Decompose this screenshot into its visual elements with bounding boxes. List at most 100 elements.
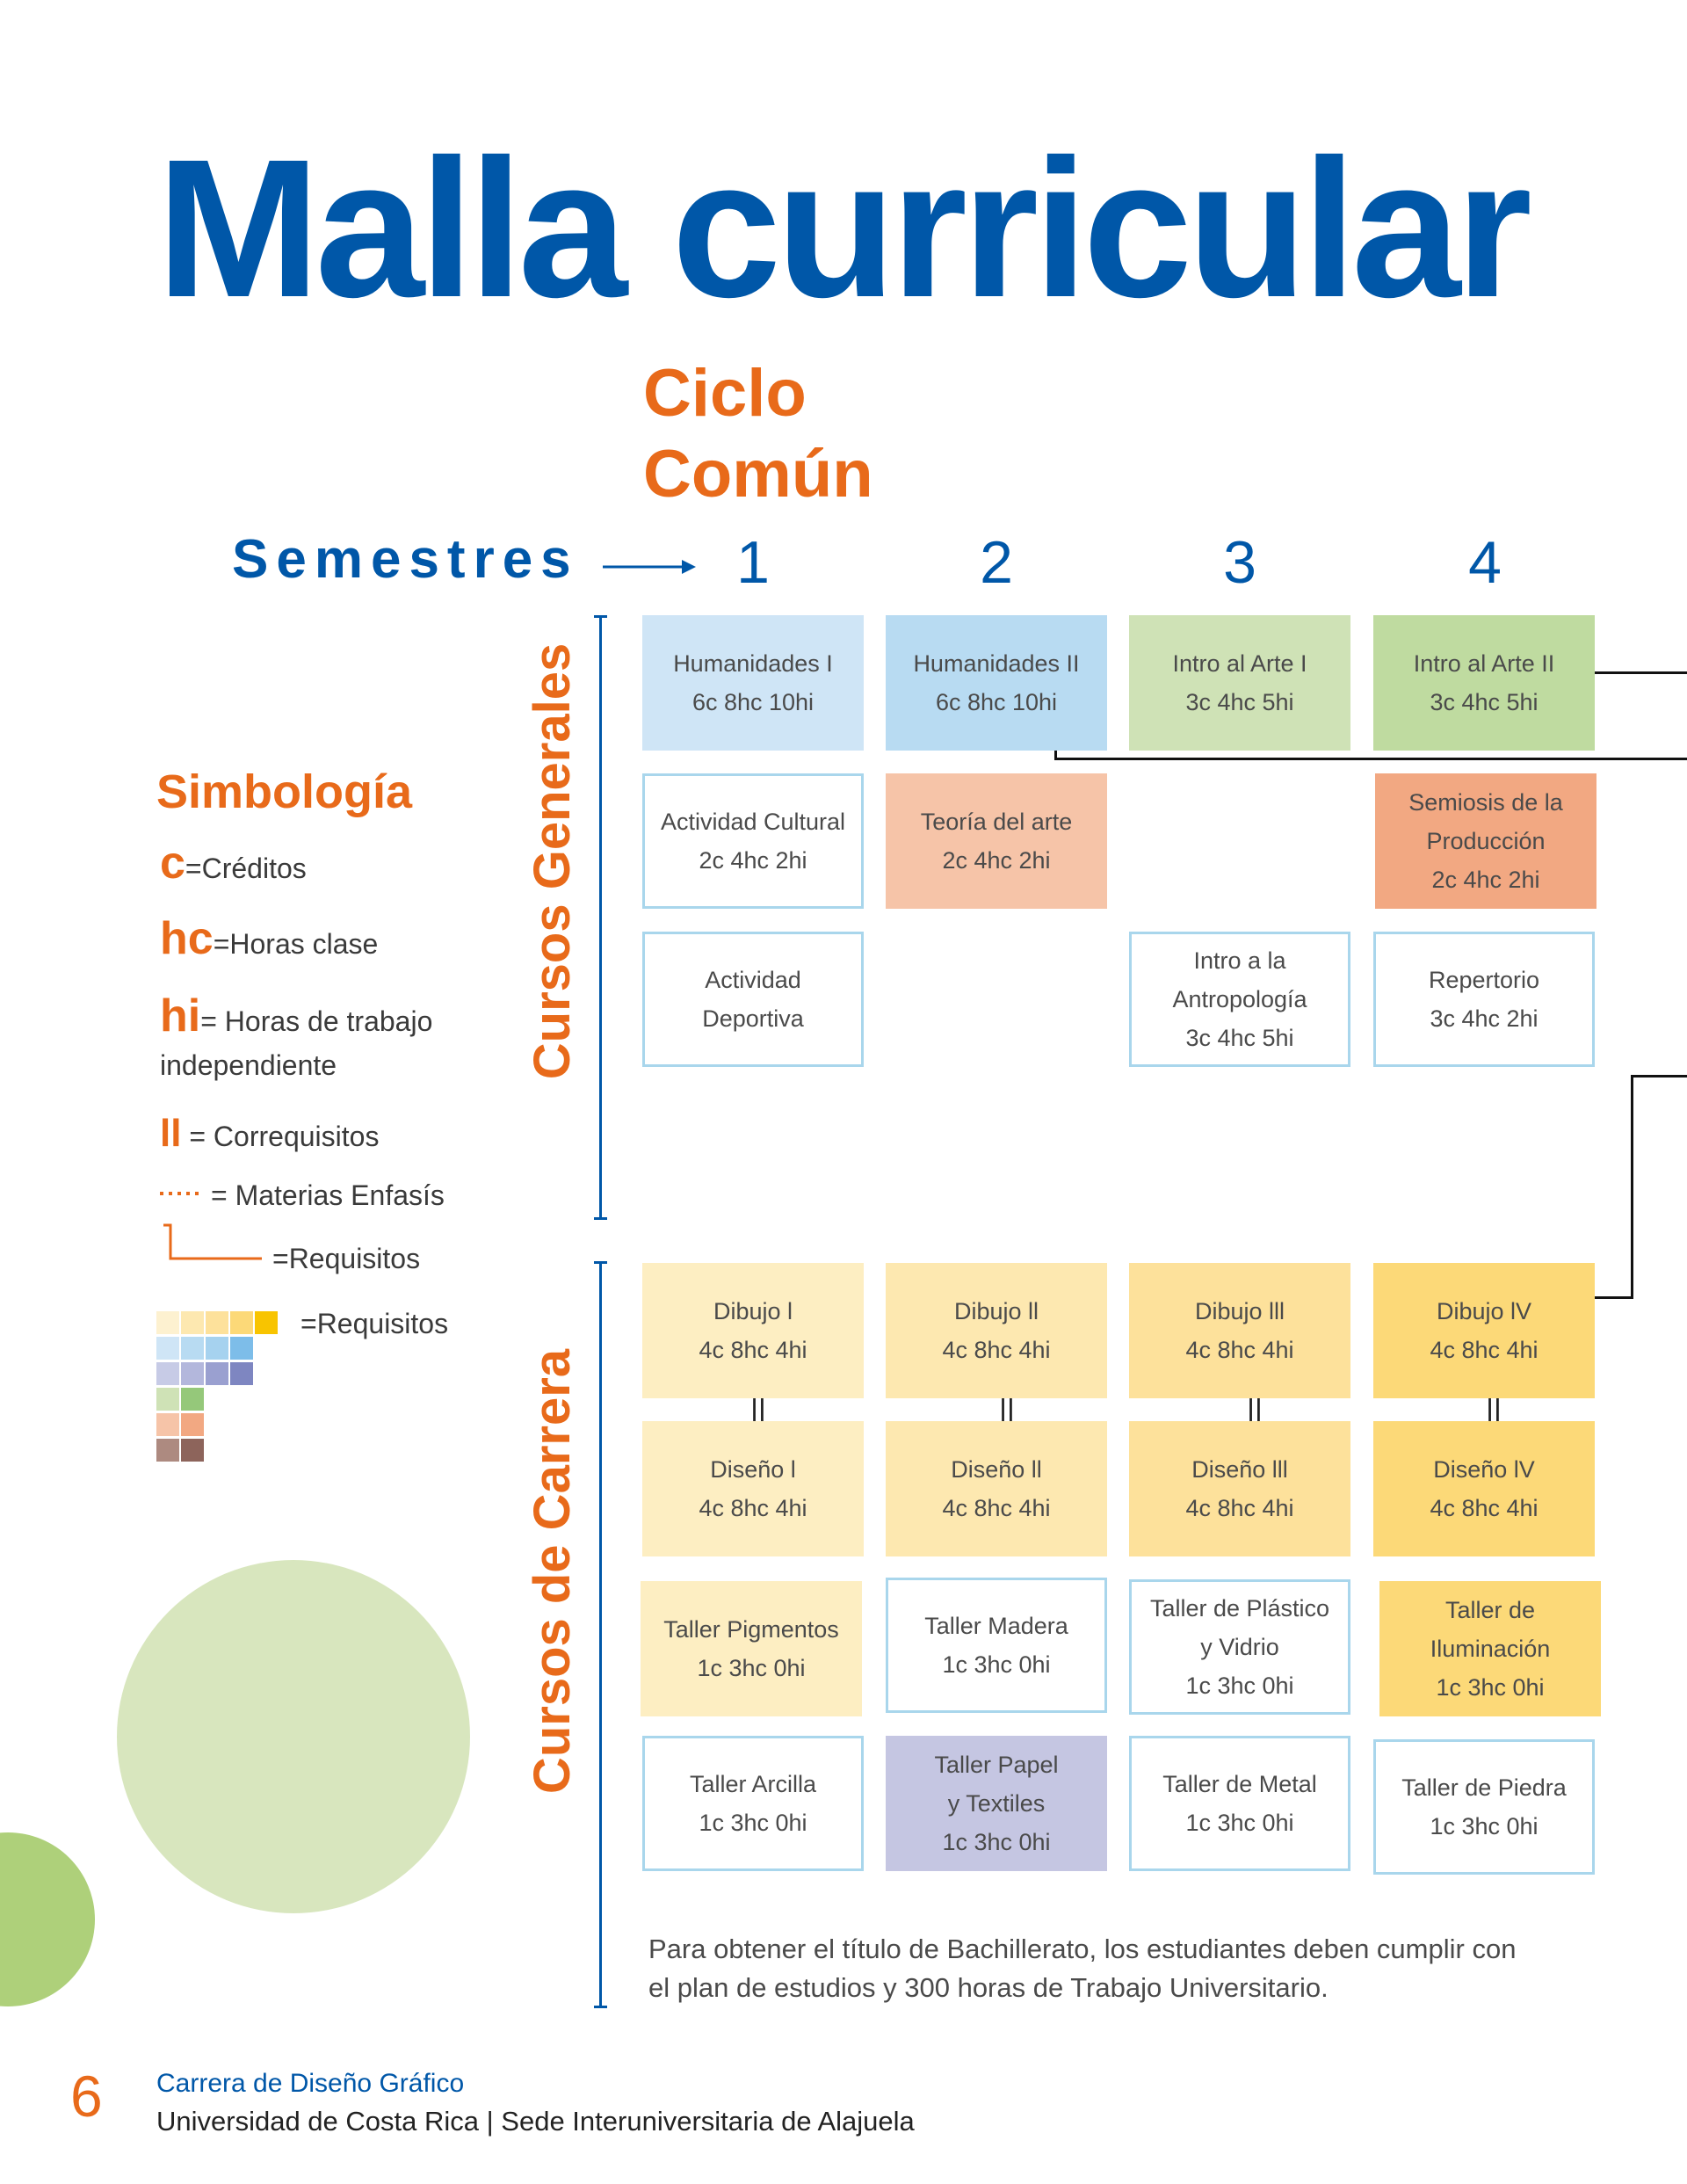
course-name: Taller Madera [924, 1613, 1068, 1639]
course-hours: 4c 8hc 4hi [699, 1337, 807, 1363]
corequisite-mark-3: || [1247, 1394, 1263, 1427]
course-repertorio[interactable]: Repertorio 3c 4hc 2hi [1373, 932, 1595, 1067]
course-name: Taller de Metal [1162, 1771, 1317, 1797]
course-name: Dibujo lV [1436, 1298, 1532, 1324]
palette-swatch [230, 1362, 253, 1385]
semester-number-4: 4 [1468, 529, 1502, 596]
course-actividad-deportiva[interactable]: Actividad Deportiva [642, 932, 864, 1067]
footer-program: Carrera de Diseño Gráfico [156, 2069, 465, 2098]
section-title-career: Cursos de Carrera [524, 1348, 581, 1795]
course-taller-piedra[interactable]: Taller de Piedra 1c 3hc 0hi [1373, 1739, 1595, 1875]
legend-text-enfasis: = Materias Enfasís [211, 1179, 445, 1211]
palette-swatch [156, 1413, 179, 1436]
course-name-line2: y Textiles [947, 1790, 1046, 1817]
course-dibujo-1[interactable]: Dibujo l 4c 8hc 4hi [642, 1263, 864, 1398]
semester-number-3: 3 [1223, 529, 1256, 596]
requisite-line-repertorio-top [1631, 1075, 1687, 1077]
palette-swatch [206, 1311, 228, 1334]
course-hours: 1c 3hc 0hi [942, 1829, 1051, 1855]
course-hours: 1c 3hc 0hi [1436, 1674, 1545, 1701]
course-name-line2: Antropología [1172, 986, 1307, 1012]
corequisite-mark-4: || [1486, 1394, 1502, 1427]
footer-separator: | [479, 2106, 502, 2137]
requisite-line-dibujo [1595, 1296, 1633, 1299]
legend-text-hc: =Horas clase [213, 928, 379, 960]
course-taller-papel-textiles[interactable]: Taller Papel y Textiles 1c 3hc 0hi [886, 1736, 1107, 1871]
course-hours: 1c 3hc 0hi [1185, 1810, 1294, 1836]
course-name: Taller de Piedra [1401, 1774, 1567, 1801]
course-name-line2: y Vidrio [1200, 1634, 1279, 1660]
course-name-line1: Actividad [705, 967, 801, 993]
cycle-title-line2: Común [643, 437, 873, 512]
course-actividad-cultural[interactable]: Actividad Cultural 2c 4hc 2hi [642, 773, 864, 909]
palette-swatch [156, 1311, 179, 1334]
semester-number-1: 1 [736, 529, 770, 596]
course-dibujo-3[interactable]: Dibujo lll 4c 8hc 4hi [1129, 1263, 1350, 1398]
requisite-line-intro-arte [1595, 671, 1687, 674]
course-name: Intro al Arte II [1413, 650, 1555, 677]
course-dibujo-4[interactable]: Dibujo lV 4c 8hc 4hi [1373, 1263, 1595, 1398]
course-name-line1: Taller de Plástico [1149, 1595, 1330, 1622]
course-intro-antropologia[interactable]: Intro a la Antropología 3c 4hc 5hi [1129, 932, 1350, 1067]
course-hours: 1c 3hc 0hi [699, 1810, 807, 1836]
footer-campus: Sede Interuniversitaria de Alajuela [501, 2106, 915, 2137]
general-bracket [599, 615, 602, 1220]
course-diseno-2[interactable]: Diseño ll 4c 8hc 4hi [886, 1421, 1107, 1556]
palette-swatch [156, 1388, 179, 1411]
course-humanidades-2[interactable]: Humanidades II 6c 8hc 10hi [886, 615, 1107, 751]
course-teoria-del-arte[interactable]: Teoría del arte 2c 4hc 2hi [886, 773, 1107, 909]
course-semiosis[interactable]: Semiosis de la Producción 2c 4hc 2hi [1375, 773, 1596, 909]
course-taller-pigmentos[interactable]: Taller Pigmentos 1c 3hc 0hi [641, 1581, 862, 1716]
course-hours: 4c 8hc 4hi [1185, 1337, 1294, 1363]
palette-swatch [181, 1439, 204, 1462]
course-hours: 3c 4hc 5hi [1430, 689, 1539, 715]
corequisite-mark-2: || [999, 1394, 1015, 1427]
legend-text-c: =Créditos [185, 853, 307, 884]
course-taller-madera[interactable]: Taller Madera 1c 3hc 0hi [886, 1578, 1107, 1713]
course-diseno-1[interactable]: Diseño l 4c 8hc 4hi [642, 1421, 864, 1556]
course-taller-arcilla[interactable]: Taller Arcilla 1c 3hc 0hi [642, 1736, 864, 1871]
page-number: 6 [70, 2064, 103, 2129]
decorative-circle-small [0, 1832, 95, 2006]
course-taller-metal[interactable]: Taller de Metal 1c 3hc 0hi [1129, 1736, 1350, 1871]
course-hours: 4c 8hc 4hi [699, 1495, 807, 1521]
course-hours: 2c 4hc 2hi [699, 847, 807, 874]
course-taller-iluminacion[interactable]: Taller de Iluminación 1c 3hc 0hi [1379, 1581, 1601, 1716]
course-name-line2: Iluminación [1430, 1636, 1551, 1662]
course-taller-plastico-vidrio[interactable]: Taller de Plástico y Vidrio 1c 3hc 0hi [1129, 1579, 1350, 1715]
career-bracket-top [594, 1261, 607, 1264]
course-intro-arte-1[interactable]: Intro al Arte I 3c 4hc 5hi [1129, 615, 1350, 751]
palette-swatch [156, 1362, 179, 1385]
course-name: Intro al Arte I [1172, 650, 1307, 677]
course-intro-arte-2[interactable]: Intro al Arte II 3c 4hc 5hi [1373, 615, 1595, 751]
semesters-label: Semestres [232, 529, 579, 590]
course-hours: 4c 8hc 4hi [942, 1337, 1051, 1363]
course-hours: 1c 3hc 0hi [1430, 1813, 1539, 1839]
course-hours: 1c 3hc 0hi [1185, 1672, 1294, 1699]
legend-heading: Simbología [156, 765, 413, 818]
course-diseno-3[interactable]: Diseño lll 4c 8hc 4hi [1129, 1421, 1350, 1556]
course-name: Teoría del arte [920, 809, 1073, 835]
graduation-note: Para obtener el título de Bachillerato, … [648, 1934, 1517, 2003]
footer-university: Universidad de Costa Rica [156, 2106, 480, 2137]
page-title: Malla curricular [156, 119, 1532, 338]
requisite-line-humanidades [1054, 758, 1687, 760]
course-hours: 3c 4hc 2hi [1430, 1005, 1539, 1032]
course-hours: 3c 4hc 5hi [1185, 689, 1294, 715]
career-bracket [599, 1261, 602, 2008]
legend-symbol-hi: hi [160, 990, 201, 1041]
dotted-line-icon [160, 1192, 202, 1195]
course-name-line2: Producción [1426, 828, 1546, 854]
course-hours: 6c 8hc 10hi [935, 689, 1058, 715]
color-palette-legend [156, 1311, 306, 1469]
palette-swatch [230, 1337, 253, 1360]
course-diseno-4[interactable]: Diseño lV 4c 8hc 4hi [1373, 1421, 1595, 1556]
requisite-line-repertorio-vertical [1631, 1075, 1633, 1299]
course-name: Diseño l [710, 1456, 796, 1483]
palette-swatch [181, 1388, 204, 1411]
cycle-title-line1: Ciclo [643, 356, 807, 431]
palette-swatch [156, 1337, 179, 1360]
course-humanidades-1[interactable]: Humanidades I 6c 8hc 10hi [642, 615, 864, 751]
course-name: Dibujo lll [1194, 1298, 1285, 1324]
course-dibujo-2[interactable]: Dibujo ll 4c 8hc 4hi [886, 1263, 1107, 1398]
